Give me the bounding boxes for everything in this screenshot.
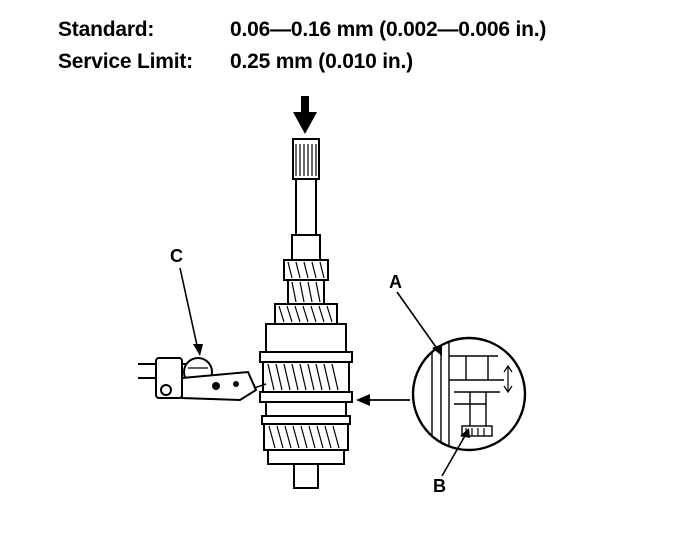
dial-indicator: [138, 357, 267, 402]
standard-spec-row: Standard: 0.06—0.16 mm (0.002—0.006 in.): [58, 18, 546, 42]
leader-c: [179, 267, 199, 351]
leader-a-arrowhead: [432, 344, 442, 356]
force-arrow-icon: [293, 96, 317, 134]
callout-a: A: [389, 272, 402, 292]
callout-c: C: [170, 246, 183, 266]
service-limit-value: 0.25 mm (0.010 in.): [230, 50, 413, 73]
detail-magnification: [411, 336, 527, 452]
service-limit-label: Service Limit:: [58, 50, 193, 73]
leader-a: [396, 291, 439, 351]
leader-b-arrowhead: [460, 428, 470, 438]
leader-b: [441, 433, 467, 477]
detail-pointer-arrowhead: [356, 394, 370, 406]
mainshaft: [259, 138, 353, 489]
callout-b: B: [433, 476, 446, 496]
service-limit-spec-row: Service Limit: 0.25 mm (0.010 in.): [58, 50, 413, 74]
leader-c-arrowhead: [193, 344, 203, 356]
standard-value: 0.06—0.16 mm (0.002—0.006 in.): [230, 18, 547, 41]
standard-label: Standard:: [58, 18, 155, 41]
